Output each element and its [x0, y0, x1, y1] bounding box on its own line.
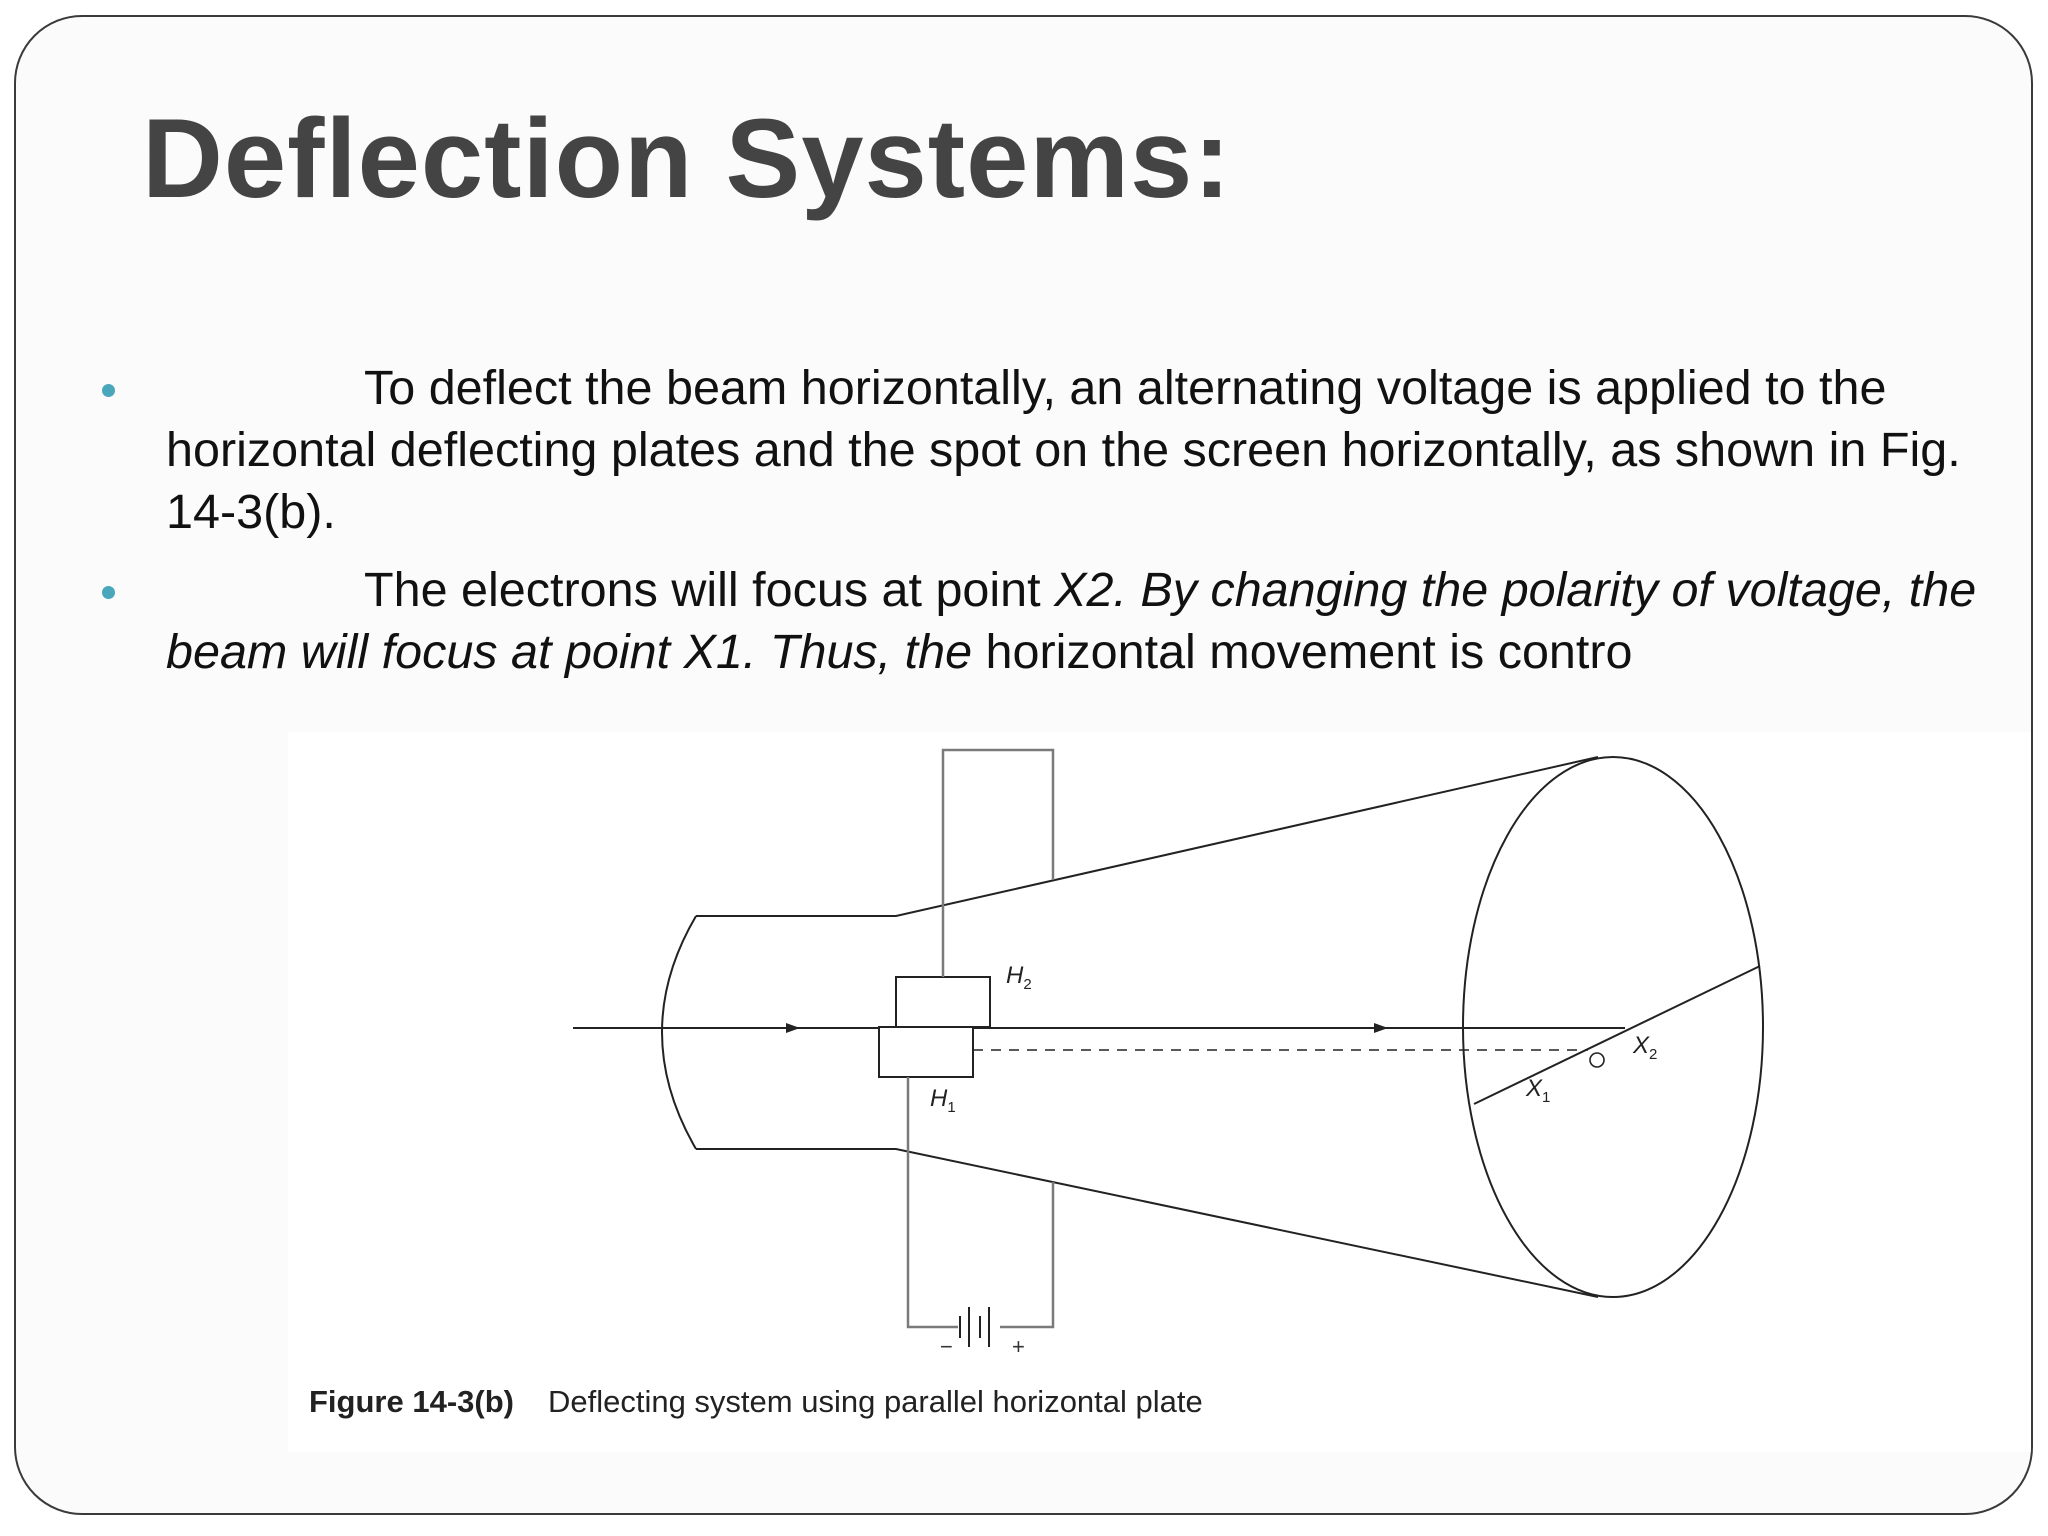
figure-caption: Figure 14-3(b) Deflecting system using pa… [309, 1384, 1203, 1420]
gun-back-curve [661, 915, 697, 1150]
bullet-list: To deflect the beam horizontally, an alt… [100, 357, 2000, 699]
bullet-item: The electrons will focus at point X2. By… [100, 559, 2000, 683]
slide-frame: Deflection Systems: To deflect the beam … [14, 15, 2033, 1515]
label-x1: X1 [1526, 1075, 1551, 1106]
gun-neck-outline [696, 756, 1599, 917]
label-x2: X2 [1633, 1032, 1658, 1063]
wire-bottom-left [906, 1077, 958, 1329]
crt-diagram [573, 748, 1764, 1347]
battery-icon [959, 1307, 990, 1347]
bullet-text: To deflect the beam horizontally, an alt… [166, 361, 1961, 539]
deflection-figure: H2 H1 X2 X1 − + Figure 14-3(b) Deflecting… [288, 732, 2031, 1452]
bullet-item: To deflect the beam horizontally, an alt… [100, 357, 2000, 543]
bullet-text-italic: X2. By changing the polarity of voltage,… [166, 563, 1977, 679]
label-h2: H2 [1006, 962, 1032, 993]
battery-plus-label: + [1012, 1334, 1025, 1359]
gun-neck-outline-lower [696, 1148, 1599, 1298]
wire-bottom-right [1000, 1182, 1055, 1329]
bullet-dot-icon [102, 384, 115, 397]
bullet-dot-icon [102, 586, 115, 599]
beam-arrow-2 [1374, 1023, 1388, 1033]
label-h1: H1 [930, 1085, 956, 1116]
figure-caption-text: Deflecting system using parallel horizon… [547, 1384, 1203, 1419]
battery-minus-label: − [940, 1334, 953, 1359]
plate-h1 [878, 1026, 974, 1078]
bullet-text: horizontal movement is contro [972, 625, 1633, 679]
slide-title: Deflection Systems: [142, 96, 1232, 221]
beam-arrow-1 [786, 1023, 800, 1033]
figure-caption-label: Figure 14-3(b) [309, 1384, 514, 1419]
plate-h2 [895, 976, 991, 1028]
bullet-text: The electrons will focus at point [364, 563, 1055, 617]
wire-top [941, 748, 1055, 977]
origin-point [1589, 1052, 1605, 1068]
deflection-axis [1473, 965, 1761, 1105]
